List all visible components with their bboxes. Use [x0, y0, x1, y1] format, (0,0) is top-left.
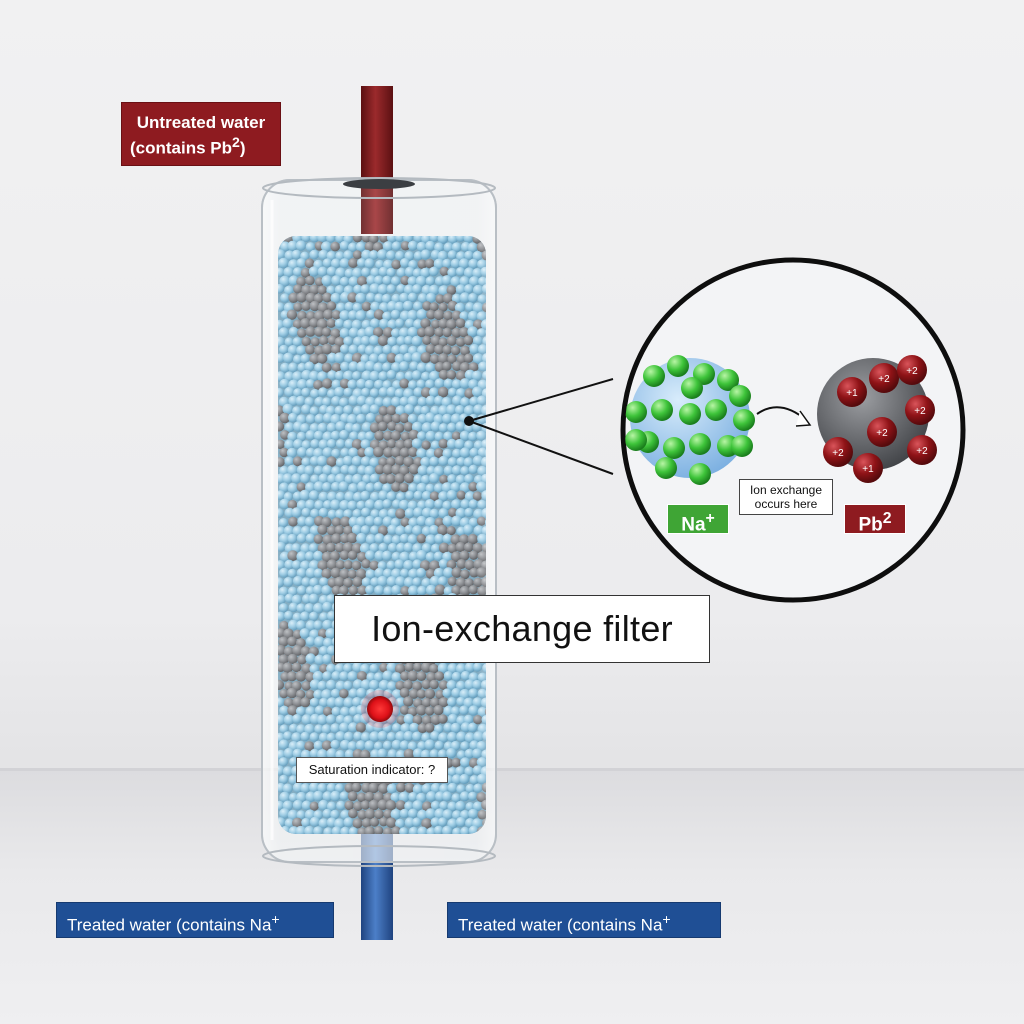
sodium-ion	[667, 355, 689, 377]
exchange-note-line1: Ion exchange	[749, 483, 823, 497]
sodium-ion	[717, 369, 739, 391]
lead-ion-charge: +2	[914, 406, 926, 417]
sodium-ion	[663, 437, 685, 459]
inlet-cap	[343, 179, 415, 189]
sodium-ion	[679, 403, 701, 425]
sodium-ion	[731, 435, 753, 457]
floor-edge	[0, 768, 1024, 771]
lead-ion	[869, 363, 899, 393]
lead-ion	[853, 453, 883, 483]
exchange-note: Ion exchange occurs here	[739, 479, 833, 515]
sodium-ion	[689, 463, 711, 485]
saturation-indicator-light	[367, 696, 393, 722]
saturation-indicator-label: Saturation indicator: ?	[296, 757, 448, 783]
sodium-ion	[625, 401, 647, 423]
inlet-label-line1: Untreated water	[136, 113, 266, 132]
sodium-ion	[625, 429, 647, 451]
lead-ion	[907, 435, 937, 465]
outlet-label-right: Treated water (contains Na+	[447, 902, 721, 938]
lead-ion	[905, 395, 935, 425]
sodium-ion	[655, 457, 677, 479]
lead-ion-charge: +2	[832, 448, 844, 459]
saturation-indicator-glow	[361, 690, 399, 728]
sodium-ion	[729, 385, 751, 407]
floor	[0, 770, 1024, 1024]
outlet-label-left: Treated water (contains Na+	[56, 902, 334, 938]
lead-ion-charge: +2	[878, 374, 890, 385]
sodium-ion	[705, 399, 727, 421]
exchange-arrow-head	[795, 410, 812, 427]
lead-ion-charge: +2	[916, 446, 928, 457]
inlet-label: Untreated water (contains Pb2)	[121, 102, 281, 166]
inlet-label-line2: (contains Pb2)	[130, 135, 246, 158]
lead-resin-bead: +1 +2 +2 +2 +2 +2 +2 +1	[817, 355, 937, 483]
lead-ion-label: Pb2	[844, 504, 906, 535]
lead-ion	[837, 377, 867, 407]
lead-ion-charge: +1	[846, 388, 858, 399]
sodium-ion	[651, 399, 673, 421]
lead-ion	[867, 417, 897, 447]
lead-ion-charge: +1	[862, 464, 874, 475]
sodium-ion-label: Na+	[667, 504, 729, 535]
cylinder-bottom-rim	[262, 845, 496, 867]
sodium-ion	[643, 365, 665, 387]
sodium-ion	[681, 377, 703, 399]
sodium-ion	[689, 433, 711, 455]
sodium-ion	[733, 409, 755, 431]
lead-ion	[897, 355, 927, 385]
filter-title: Ion-exchange filter	[334, 595, 710, 663]
callout-line-top	[468, 378, 614, 422]
lead-ion-charge: +2	[906, 366, 918, 377]
lead-ion-charge: +2	[876, 428, 888, 439]
callout-line-bottom	[468, 420, 614, 475]
lead-ion	[823, 437, 853, 467]
cylinder-top-rim	[262, 177, 496, 199]
exchange-note-line2: occurs here	[754, 497, 818, 511]
sodium-resin-bead	[625, 355, 755, 485]
